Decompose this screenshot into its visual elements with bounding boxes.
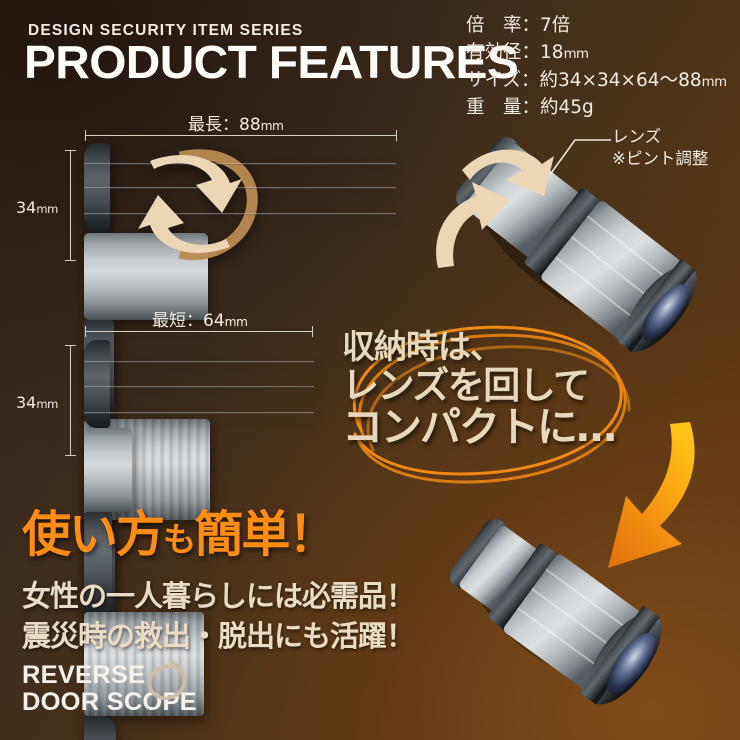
rotation-arrow-ring-long (178, 149, 258, 260)
spec-unit: mm (563, 47, 589, 63)
spec-value: 約34×34×64〜88 (539, 69, 702, 91)
logo-line-2: DOOR SCOPE (22, 687, 197, 716)
dim-tick-left (85, 326, 86, 337)
dim-label-short-length: 最短：64mm (152, 311, 248, 331)
lens-annotation: レンズ ※ピント調整 (612, 126, 708, 171)
brand-logo: REVERSE DOOR SCOPE (22, 660, 197, 716)
dim-label-long-height: 34mm (16, 198, 58, 217)
spec-row-weight: 重 量：約45g (466, 94, 727, 121)
dim-tick-left (85, 130, 86, 141)
product-photo-collapsed (410, 480, 740, 740)
spec-value: 18 (540, 42, 564, 64)
scope-grip-ribbed (84, 361, 314, 716)
rotation-arrows-long (138, 155, 242, 253)
dim-line-short-horizontal (85, 331, 313, 332)
spec-label: 重 量： (466, 97, 541, 119)
scope-endcap-left (84, 340, 110, 428)
promo-headline-tail: 簡単！ (194, 506, 337, 563)
spec-value: 7倍 (540, 15, 571, 36)
rotation-arrow-bottom (436, 182, 510, 268)
promo-sub-line-1: 女性の一人暮らしには必需品！ (22, 579, 415, 613)
dim-tick-top (65, 150, 76, 151)
scope-barrel-smooth (84, 428, 132, 512)
lens-leader-line (548, 139, 611, 177)
down-arrow-icon (608, 422, 695, 568)
dim-tick-right (396, 130, 397, 141)
dim-tick-right (312, 326, 313, 337)
spec-label: 有効径： (466, 42, 541, 64)
callout-line-3: コンパクトに… (342, 403, 617, 451)
dim-tick-bottom (65, 260, 76, 261)
spec-value: 約45g (540, 97, 594, 119)
dim-line-long-horizontal (85, 135, 397, 136)
lens-annotation-line1: レンズ (612, 127, 662, 146)
lens-annotation-line2: ※ピント調整 (612, 149, 709, 169)
grip-ridge (84, 386, 314, 388)
grip-ridge (84, 361, 314, 363)
product-diagram-extended (84, 143, 396, 623)
promo-headline-main: 使い方 (22, 506, 165, 563)
dim-tick-top (65, 345, 76, 346)
grip-ridge (84, 213, 396, 215)
callout-line-2: レンズを回して (342, 364, 590, 407)
promo-headline-mo: も (163, 520, 196, 559)
spec-label: サイズ： (466, 69, 540, 91)
callout-line-1: 収納時は、 (342, 327, 503, 366)
spec-label: 倍 率： (466, 15, 541, 36)
spec-row-magnification: 倍 率：7倍 (466, 12, 727, 39)
spec-row-aperture: 有効径：18mm (466, 39, 727, 66)
product-photo-extended-svg (436, 137, 697, 352)
scope-body-group (456, 137, 697, 352)
product-photo-extended (408, 108, 740, 373)
grip-ridge (84, 163, 396, 165)
product-diagram-collapsed (84, 340, 314, 740)
product-photo-collapsed-svg (449, 518, 662, 705)
scope-endcap-left (84, 143, 110, 233)
scope-body-group (449, 518, 662, 705)
kicker-text: DESIGN SECURITY ITEM SERIES (28, 22, 304, 39)
scope-eyecup-right (84, 716, 116, 740)
promo-sub-line-2: 震災時の救出・脱出にも活躍！ (22, 619, 415, 653)
promo-headline: 使い方も簡単！ (22, 495, 337, 566)
dim-label-short-height: 34mm (16, 393, 58, 412)
ring-icon (147, 660, 187, 700)
scope-black-band (84, 512, 112, 612)
spec-unit: mm (701, 74, 727, 90)
callout-block: 収納時は、 レンズを回して コンパクトに… (342, 330, 642, 448)
dim-label-long-length: 最長：88mm (188, 115, 284, 135)
spec-list: 倍 率：7倍 有効径：18mm サイズ：約34×34×64〜88mm 重 量：約… (466, 12, 727, 122)
rotation-arrow-top (462, 149, 554, 196)
page-title: PRODUCT FEATURES (24, 36, 519, 88)
scribble-circle (352, 325, 631, 484)
logo-line-1: REVERSE (22, 661, 146, 689)
grip-ridge (84, 412, 314, 414)
dim-line-long-vertical (70, 150, 71, 260)
dim-tick-bottom (65, 455, 76, 456)
grip-ridge (84, 187, 396, 189)
dim-line-short-vertical (70, 345, 71, 455)
spec-row-size: サイズ：約34×34×64〜88mm (466, 67, 727, 94)
